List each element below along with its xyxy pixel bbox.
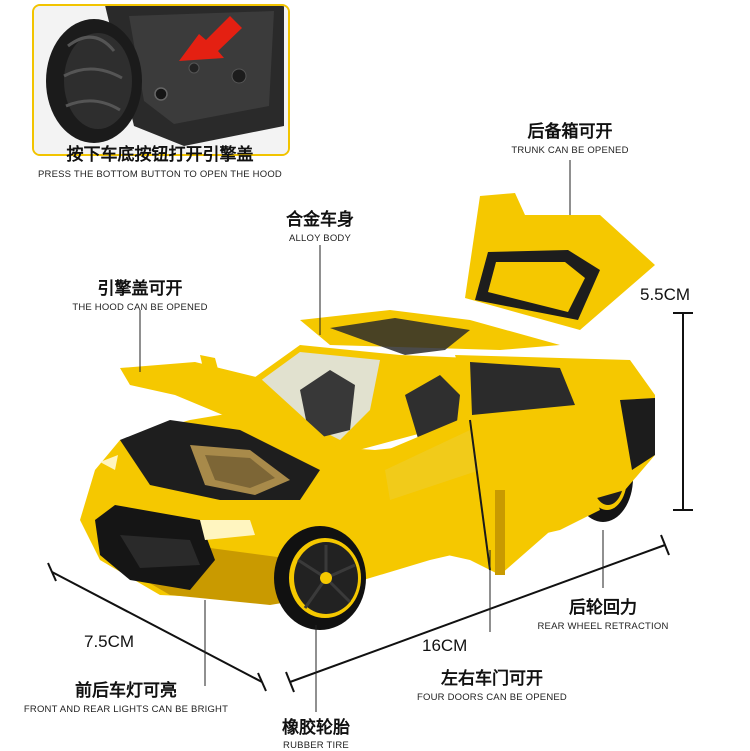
front-wheel (274, 526, 366, 630)
doors-label-en: FOUR DOORS CAN BE OPENED (417, 692, 567, 703)
inset-caption-zh: 按下车底按钮打开引擎盖 (66, 145, 254, 165)
alloy-body-label-en: ALLOY BODY (288, 233, 352, 244)
inset-caption-en: PRESS THE BOTTOM BUTTON TO OPEN THE HOOD (38, 169, 282, 180)
rubber-tire-label-en: RUBBER TIRE (283, 740, 349, 751)
height-dimension: 5.5CM (640, 285, 691, 304)
rear-wheel-label-zh: 后轮回力 (569, 598, 637, 618)
lights-label-en: FRONT AND REAR LIGHTS CAN BE BRIGHT (23, 704, 229, 715)
hood-label: 引擎盖可开 THE HOOD CAN BE OPENED (65, 274, 215, 313)
open-trunk (465, 193, 655, 330)
open-door (375, 415, 610, 575)
hood-label-en: THE HOOD CAN BE OPENED (72, 302, 208, 313)
rear-wheel-label: 后轮回力 REAR WHEEL RETRACTION (533, 593, 673, 632)
trunk-label-zh: 后备箱可开 (527, 122, 613, 142)
alloy-body-label: 合金车身 ALLOY BODY (265, 205, 375, 244)
trunk-label-en: TRUNK CAN BE OPENED (511, 145, 629, 156)
inset-caption: 按下车底按钮打开引擎盖 PRESS THE BOTTOM BUTTON TO O… (30, 140, 290, 180)
open-hood (120, 355, 350, 470)
trunk-label: 后备箱可开 TRUNK CAN BE OPENED (505, 117, 635, 156)
doors-label-zh: 左右车门可开 (441, 669, 543, 689)
rubber-tire-label: 橡胶轮胎 RUBBER TIRE (271, 713, 361, 751)
rear-wheel-label-en: REAR WHEEL RETRACTION (537, 621, 669, 632)
alloy-body-label-zh: 合金车身 (286, 210, 354, 230)
lights-label-zh: 前后车灯可亮 (75, 681, 177, 701)
underside-illustration (34, 6, 288, 154)
length-dimension: 16CM (422, 636, 468, 655)
underside-inset-photo (32, 4, 290, 156)
hood-label-zh: 引擎盖可开 (97, 279, 183, 299)
lights-label: 前后车灯可亮 FRONT AND REAR LIGHTS CAN BE BRIG… (20, 676, 232, 715)
doors-label: 左右车门可开 FOUR DOORS CAN BE OPENED (412, 664, 572, 703)
callout-lines (139, 160, 604, 712)
rubber-tire-label-zh: 橡胶轮胎 (282, 718, 350, 738)
width-dimension: 7.5CM (84, 632, 135, 651)
